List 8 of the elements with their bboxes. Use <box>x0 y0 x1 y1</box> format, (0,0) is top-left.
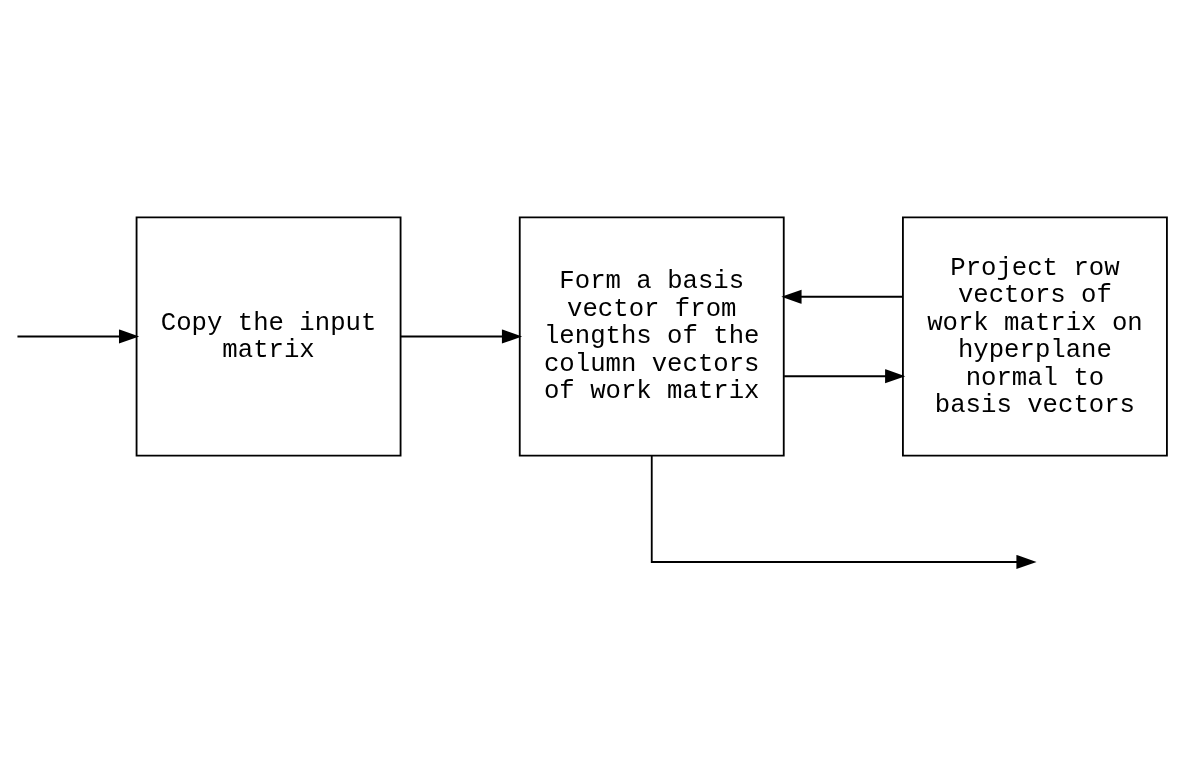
arrow <box>781 289 904 304</box>
node-box: Project row vectors of work matrix on hyperplane normal to basis vectors <box>902 216 1168 457</box>
arrow <box>400 329 523 344</box>
arrow <box>16 329 140 344</box>
arrow <box>650 454 1037 570</box>
node-box: Copy the input matrix <box>135 216 402 457</box>
node-box: Form a basis vector from lengths of the column vectors of work matrix <box>518 216 785 457</box>
arrow <box>783 369 906 384</box>
